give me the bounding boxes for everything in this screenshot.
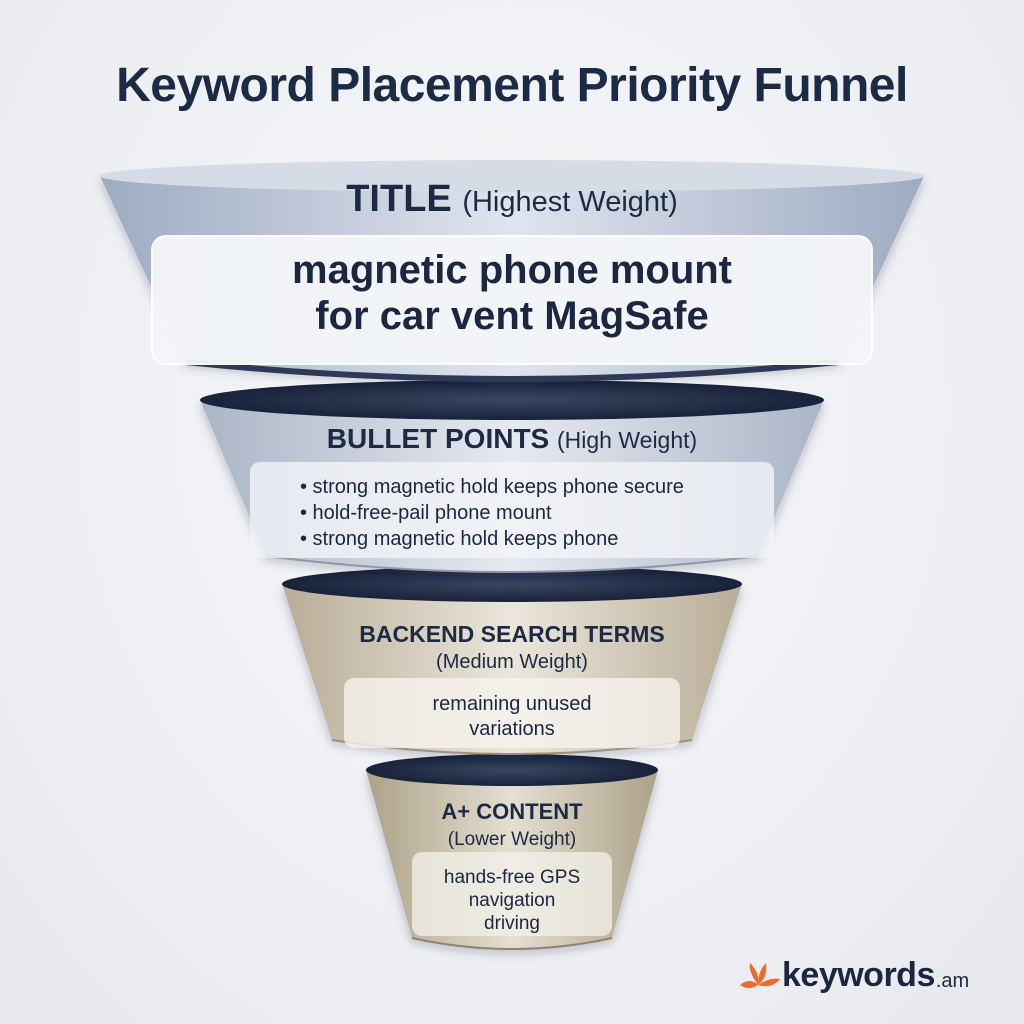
funnel-stage-bullets bbox=[200, 380, 824, 573]
stage-bullets-content: • strong magnetic hold keeps phone secur… bbox=[300, 474, 760, 552]
stage-title-heading: TITLE (Highest Weight) bbox=[200, 178, 824, 221]
stage-bullets-weight: (High Weight) bbox=[557, 427, 698, 453]
aplus-line-2: navigation bbox=[468, 890, 556, 911]
stage-backend-content: remaining unused variations bbox=[350, 692, 674, 742]
stage-backend-name: BACKEND SEARCH TERMS bbox=[359, 621, 665, 647]
bullet-line-2: • hold-free-pail phone mount bbox=[300, 502, 552, 524]
stage-backend-weight: (Medium Weight) bbox=[436, 651, 588, 673]
backend-line-1: remaining unused bbox=[432, 693, 592, 715]
bullet-line-3: • strong magnetic hold keeps phone bbox=[300, 528, 619, 550]
backend-line-2: variations bbox=[469, 718, 555, 740]
stage-title-weight: (Highest Weight) bbox=[462, 186, 678, 218]
funnel-stage-aplus bbox=[366, 754, 658, 950]
stage-backend-heading: BACKEND SEARCH TERMS (Medium Weight) bbox=[290, 620, 734, 676]
stage-bullets-name: BULLET POINTS bbox=[326, 423, 550, 454]
stage-aplus-heading: A+ CONTENT (Lower Weight) bbox=[380, 798, 644, 854]
aplus-line-1: hands-free GPS bbox=[443, 867, 581, 888]
stage-aplus-name: A+ CONTENT bbox=[441, 799, 583, 824]
stage-aplus-weight: (Lower Weight) bbox=[447, 829, 577, 850]
stage-bullets-heading: BULLET POINTS (High Weight) bbox=[230, 423, 794, 455]
stage-title-line-2: for car vent MagSafe bbox=[315, 294, 709, 338]
stage-title-name: TITLE bbox=[346, 178, 452, 220]
stage-aplus-content: hands-free GPS navigation driving bbox=[410, 866, 614, 935]
funnel-stage-title bbox=[100, 160, 924, 382]
funnel-stage-backend bbox=[282, 566, 742, 755]
page-title: Keyword Placement Priority Funnel bbox=[116, 59, 908, 112]
stage-title-line-1: magnetic phone mount bbox=[292, 248, 732, 292]
brand-tld: .am bbox=[935, 969, 970, 992]
aplus-line-3: driving bbox=[484, 913, 540, 934]
orange-leaf-burst-icon bbox=[740, 963, 780, 988]
brand-name: keywords bbox=[782, 955, 935, 994]
bullet-line-1: • strong magnetic hold keeps phone secur… bbox=[300, 476, 684, 498]
brand-logo: keywords .am bbox=[736, 950, 1006, 1000]
stage-title-content: magnetic phone mount for car vent MagSaf… bbox=[160, 246, 864, 340]
